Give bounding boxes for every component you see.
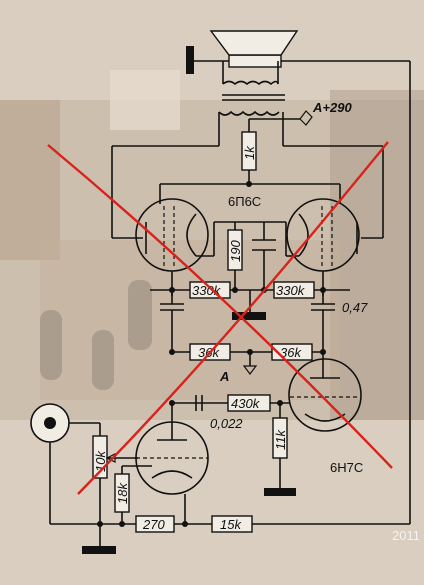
output-transformer [218, 80, 285, 120]
resistor-330k-left [189, 281, 231, 299]
cap-047-label: 0,47 [342, 300, 368, 315]
junction-330k-left [232, 287, 238, 293]
supply-terminal: A+290 [249, 100, 352, 126]
potentiometer-10k-label: 10k [93, 450, 108, 472]
resistor-1k-label: 1k [242, 145, 257, 160]
photo-table [0, 420, 424, 585]
resistor-11k-label: 11k [273, 429, 288, 450]
tap-a-label: A [219, 369, 229, 384]
chassis-ground-center [232, 312, 266, 320]
resistor-270 [135, 515, 175, 533]
resistor-330k-right [273, 281, 315, 299]
resistor-36k-right-label: 36k [280, 345, 302, 360]
photo-tube-1 [40, 310, 62, 380]
cap-0022-label: 0,022 [210, 416, 243, 431]
photo-box [110, 70, 180, 130]
chassis-ground-top [186, 46, 194, 74]
year-stamp: 2011 [392, 528, 420, 543]
resistor-18k-label: 18k [115, 482, 130, 504]
resistor-330k-left-label: 330k [192, 283, 222, 298]
photo-tube-3 [128, 280, 152, 350]
driver-tube-label: 6Н7С [330, 460, 363, 475]
junction-bottom-cathode [182, 521, 188, 527]
resistor-15k [211, 515, 253, 533]
resistor-430k [227, 394, 271, 412]
output-tube-left [135, 198, 209, 296]
input-jack [30, 403, 70, 443]
junction-bottom-18k [119, 521, 125, 527]
wires-output [194, 60, 411, 500]
wires-plates [111, 120, 384, 239]
resistor-270-label: 270 [142, 517, 165, 532]
chassis-ground-right [264, 488, 296, 496]
photo-wall [0, 0, 424, 100]
tap-a-terminal [242, 365, 258, 375]
chassis-ground-bottom [82, 546, 116, 554]
photo-tube-2 [92, 330, 114, 390]
resistor-330k-right-label: 330k [276, 283, 306, 298]
supply-label: A+290 [312, 100, 352, 115]
strike-cross-mark [47, 141, 393, 495]
photo-object-left [0, 100, 60, 260]
output-tube-label: 6П6С [228, 194, 261, 209]
resistor-15k-label: 15k [220, 517, 242, 532]
resistor-190-label: 190 [228, 240, 243, 262]
junction-36k-left [169, 349, 175, 355]
resistor-430k-label: 430k [231, 396, 261, 411]
